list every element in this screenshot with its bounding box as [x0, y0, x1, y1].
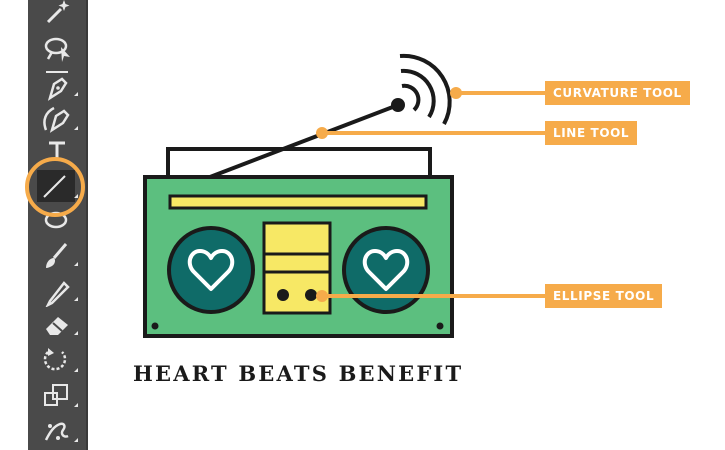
eraser-icon	[46, 317, 78, 335]
tools-panel	[28, 0, 88, 450]
magic-wand-tool[interactable]	[28, 0, 86, 28]
rotate-icon	[43, 348, 78, 372]
line-tool[interactable]	[28, 170, 86, 204]
scale-tool[interactable]	[28, 379, 86, 413]
pencil-icon	[45, 281, 78, 307]
line-tool-callout: LINE TOOL	[545, 121, 638, 145]
curvature-tool-icon	[43, 106, 78, 133]
paintbrush-tool[interactable]	[28, 238, 86, 272]
puppet-warp-icon	[44, 422, 78, 442]
cassette-button	[305, 289, 317, 301]
pen-tool-icon	[46, 71, 78, 101]
heart-icon	[187, 249, 235, 291]
right-speaker	[342, 226, 430, 314]
type-tool-icon	[49, 141, 65, 158]
type-tool[interactable]	[28, 136, 86, 170]
curvature-tool[interactable]	[28, 102, 86, 136]
line-callout-dot	[316, 127, 328, 139]
boombox-handle	[166, 147, 432, 179]
magic-wand-icon	[46, 0, 70, 24]
curvature-tool-callout: CURVATURE TOOL	[545, 81, 690, 105]
eraser-tool[interactable]	[28, 307, 86, 341]
rotate-tool[interactable]	[28, 344, 86, 378]
puppet-warp-tool[interactable]	[28, 414, 86, 448]
curvature-callout-dot	[450, 87, 462, 99]
signal-waves-icon	[399, 53, 452, 125]
pen-tool[interactable]	[28, 68, 86, 102]
scale-icon	[44, 384, 78, 407]
ellipse-callout-dot	[316, 290, 328, 302]
paintbrush-icon	[46, 243, 78, 268]
artwork-title: HEART BEATS BENEFIT	[133, 361, 464, 386]
line-tool-icon	[37, 170, 78, 202]
cassette-button	[277, 289, 289, 301]
pencil-tool[interactable]	[28, 273, 86, 307]
ellipse-tool-callout: ELLIPSE TOOL	[545, 284, 663, 308]
lasso-tool[interactable]	[28, 33, 86, 67]
antenna-line	[209, 103, 399, 179]
tuner-bar	[168, 194, 428, 210]
left-speaker	[167, 226, 255, 314]
lasso-icon	[44, 37, 70, 62]
heart-icon	[362, 249, 410, 291]
antenna-tip	[391, 98, 405, 112]
